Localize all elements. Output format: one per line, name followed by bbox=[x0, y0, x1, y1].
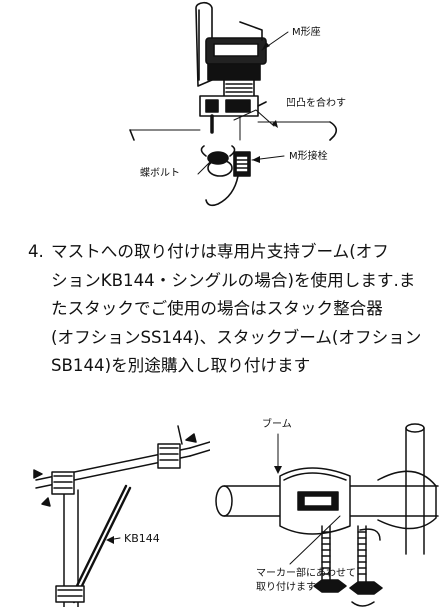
instruction-line-4: (オフションSS144)、スタックブーム(オフション bbox=[51, 327, 422, 347]
instruction-line-2: ションKB144・シングルの場合)を使用します.ま bbox=[51, 270, 416, 290]
marker-instruction-line-2: 取り付けます bbox=[256, 582, 316, 593]
butterfly-bolt-label: 蝶ボルト bbox=[140, 168, 180, 179]
align-notch-label: 凹凸を合わす bbox=[286, 98, 346, 109]
kb144-label: KB144 bbox=[124, 532, 160, 545]
instruction-line-3: たスタックでご使用の場合はスタック整合器 bbox=[51, 299, 383, 318]
instruction-line-1: 4.マストへの取り付けは専用片支持ブーム(オフ bbox=[28, 238, 440, 267]
m-mount-assembly-figure bbox=[129, 1, 338, 207]
instruction-paragraph: 4.マストへの取り付けは専用片支持ブーム(オフ ションKB144・シングルの場合… bbox=[28, 238, 440, 381]
m-connector-label: M形接栓 bbox=[289, 151, 328, 162]
marker-instruction-line-1: マーカー部にあわせて bbox=[256, 568, 356, 579]
step-number: 4. bbox=[28, 242, 44, 261]
boom-mounting-figure bbox=[215, 423, 439, 607]
instruction-line-5: SB144)を別途購入し取り付けます bbox=[51, 356, 311, 375]
m-seat-label: M形座 bbox=[292, 27, 321, 38]
kb144-boom-figure bbox=[33, 425, 210, 607]
boom-label: ブーム bbox=[262, 419, 292, 430]
